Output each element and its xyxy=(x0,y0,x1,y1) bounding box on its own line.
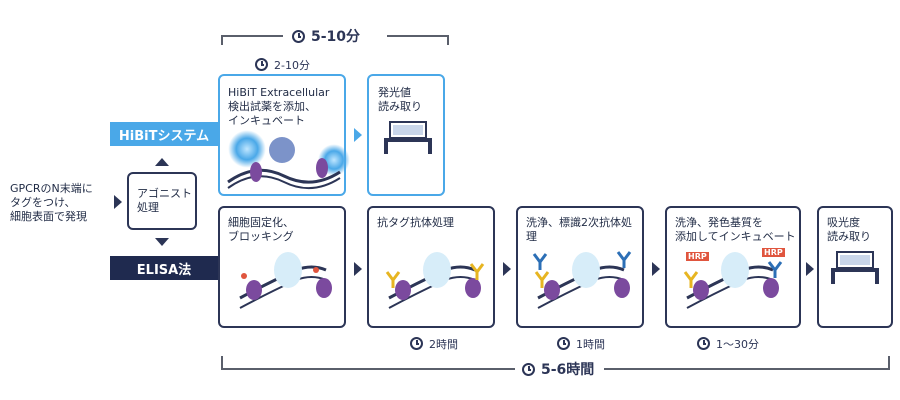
elisa-step-3-text: 洗浄、標識2次抗体処理 xyxy=(526,216,632,243)
top-span-time: 5-10分 xyxy=(292,26,360,46)
arrow-right xyxy=(354,262,362,276)
arrow-down xyxy=(155,238,169,246)
bottom-span-time: 5-6時間 xyxy=(522,359,594,379)
hibit-system-tag: HiBiTシステム xyxy=(110,122,218,146)
elisa-step-1-text: 細胞固定化、 ブロッキング xyxy=(228,216,294,243)
cell-membrane-illustration xyxy=(532,251,632,309)
plate-reader-icon xyxy=(831,251,879,284)
luminescence-glow xyxy=(228,130,266,168)
clock-icon xyxy=(522,363,535,376)
bottom-span-tick-left xyxy=(221,356,223,370)
arrow-right xyxy=(114,195,122,209)
start-step-text: GPCRのN末端に タグをつけ、 細胞表面で発現 xyxy=(10,182,93,223)
elisa-step-4-time: 1～30分 xyxy=(697,336,759,352)
arrow-right xyxy=(652,262,660,276)
elisa-step-3-time: 1時間 xyxy=(557,336,605,352)
top-span-tick-right xyxy=(447,35,449,45)
cell-membrane-illustration xyxy=(683,252,783,309)
elisa-tag: ELISA法 xyxy=(110,256,218,280)
clock-icon xyxy=(410,337,423,350)
elisa-step-2-time: 2時間 xyxy=(410,336,458,352)
agonist-step-box xyxy=(127,172,197,230)
cell-membrane-illustration xyxy=(227,137,341,189)
elisa-step-4-text: 洗浄、発色基質を 添加してインキュベート xyxy=(675,216,796,243)
arrow-right xyxy=(354,128,362,142)
elisa-step-2-text: 抗タグ抗体処理 xyxy=(377,216,454,229)
hrp-badge: HRP xyxy=(762,248,785,257)
plate-reader-icon xyxy=(384,121,432,154)
top-span-bracket-left xyxy=(221,35,283,37)
bottom-span-bracket-left xyxy=(221,368,515,370)
clock-icon xyxy=(557,337,570,350)
cell-membrane-illustration xyxy=(385,252,485,309)
arrow-right xyxy=(806,262,814,276)
hrp-badge: HRP xyxy=(686,252,709,261)
hibit-step-1-text: HiBiT Extracellular 検出試薬を添加、 インキュベート xyxy=(228,86,330,127)
cell-membrane-illustration xyxy=(239,252,332,309)
arrow-right xyxy=(503,262,511,276)
hibit-step1-time: 2-10分 xyxy=(255,57,310,73)
agonist-step-text: アゴニスト 処理 xyxy=(137,187,192,214)
hibit-step-2-text: 発光値 読み取り xyxy=(378,86,422,113)
bottom-span-tick-right xyxy=(888,356,890,370)
elisa-step-5-text: 吸光度 読み取り xyxy=(827,216,871,243)
top-span-bracket-right xyxy=(387,35,449,37)
clock-icon xyxy=(255,58,268,71)
bottom-span-bracket-right xyxy=(604,368,890,370)
clock-icon xyxy=(697,337,710,350)
arrow-up xyxy=(155,158,169,166)
top-span-tick-left xyxy=(221,35,223,45)
clock-icon xyxy=(292,30,305,43)
